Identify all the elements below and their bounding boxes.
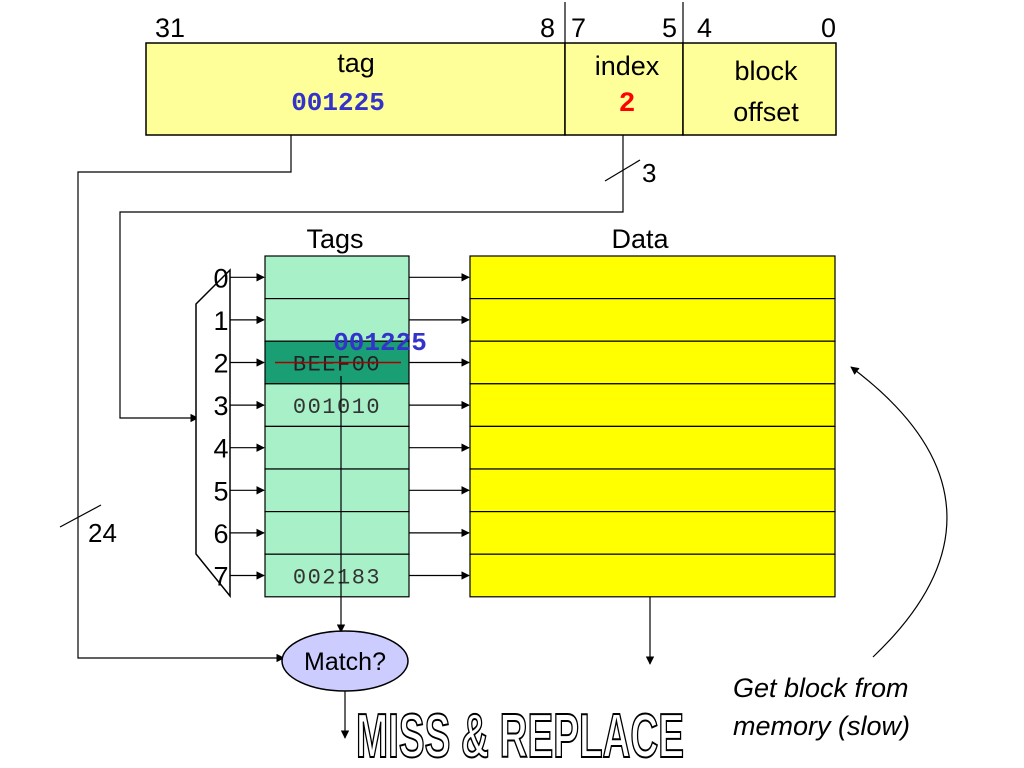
row-index-7: 7 — [213, 562, 228, 592]
tag-cell-0 — [264, 255, 410, 300]
data-cell-7 — [469, 553, 836, 598]
tag-width-slash — [59, 504, 102, 528]
offset-field-label-line1: block — [734, 56, 798, 86]
row-index-3: 3 — [213, 391, 228, 421]
tag-width-label: 24 — [88, 518, 117, 548]
bit-label-5: 5 — [662, 13, 677, 43]
address-tag-field — [145, 42, 566, 136]
data-cell-1 — [469, 298, 836, 342]
row-index-4: 4 — [213, 434, 228, 464]
address-offset-field — [682, 42, 837, 136]
index-width-slash — [604, 159, 641, 182]
index-width-label: 3 — [642, 158, 656, 188]
data-cell-3 — [469, 383, 836, 427]
tag-cell-7 — [264, 553, 410, 598]
tag-value-7: 002183 — [293, 566, 381, 591]
index-decoder — [195, 268, 231, 599]
tags-header: Tags — [306, 224, 363, 254]
bit-label-7: 7 — [571, 13, 586, 43]
match-label: Match? — [304, 648, 386, 676]
address-index-field — [564, 42, 684, 136]
row-index-5: 5 — [213, 476, 228, 506]
tag-wire — [77, 135, 292, 663]
data-cell-6 — [469, 511, 836, 555]
bit-label-4: 4 — [697, 13, 712, 43]
tag-cell-1 — [264, 298, 410, 342]
bit-label-31: 31 — [155, 13, 185, 43]
index-wire — [119, 135, 624, 423]
row-index-2: 2 — [213, 349, 228, 379]
row-index-6: 6 — [213, 519, 228, 549]
bit-label-0: 0 — [821, 13, 836, 43]
address-register — [145, 42, 837, 136]
tag-value-2: BEEF00 — [293, 353, 381, 378]
memory-note-line2: memory (slow) — [733, 711, 910, 741]
new-tag-value: 001225 — [333, 328, 427, 358]
cache-rows: 0 1 2 BEEF00 3 001010 4 5 6 7 002183 — [213, 255, 836, 598]
bit-label-8: 8 — [540, 13, 555, 43]
tag-field-label: tag — [337, 48, 375, 78]
memory-note-line1: Get block from — [733, 673, 909, 703]
offset-field-label-line2: offset — [733, 97, 799, 127]
tag-cell-6 — [264, 511, 410, 555]
data-cell-0 — [469, 255, 836, 300]
memory-fetch-arrow — [850, 366, 948, 658]
tag-cell-4 — [264, 425, 410, 470]
data-cell-2 — [469, 340, 836, 385]
index-field-label: index — [595, 51, 660, 81]
row-index-1: 1 — [213, 306, 228, 336]
tag-cell-3 — [264, 383, 410, 427]
index-field-value: 2 — [619, 89, 636, 120]
tag-field-value: 001225 — [291, 88, 385, 118]
data-cell-5 — [469, 468, 836, 513]
tag-cell-5 — [264, 468, 410, 513]
data-header: Data — [611, 224, 669, 254]
miss-replace-label: MISS & REPLACE — [356, 702, 684, 768]
row-index-0: 0 — [213, 263, 228, 293]
tag-value-3: 001010 — [293, 395, 381, 420]
data-cell-4 — [469, 425, 836, 470]
